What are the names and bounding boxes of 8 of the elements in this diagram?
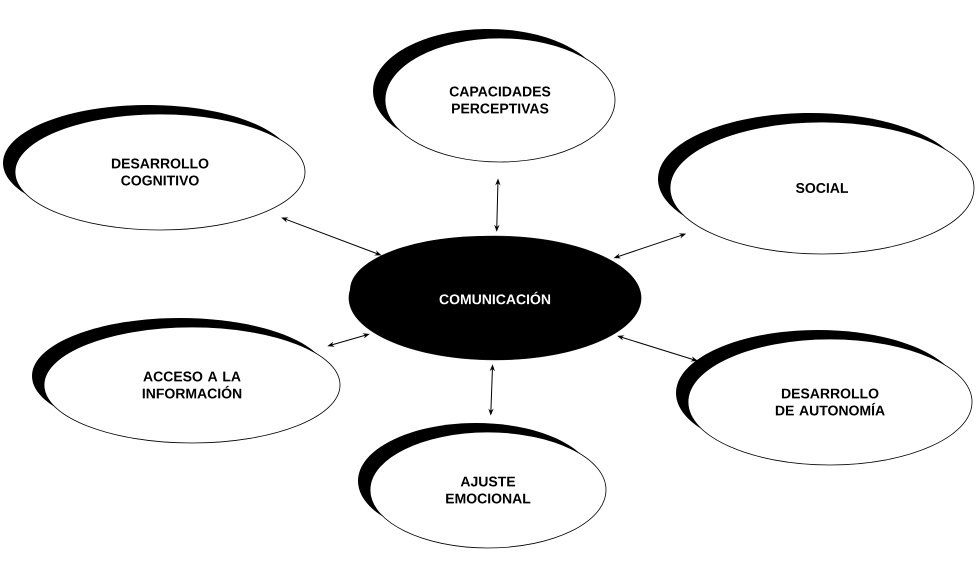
ellipse-node: ACCESO A LA INFORMACIÓN bbox=[32, 318, 340, 444]
ellipse-node: DESARROLLO COGNITIVO bbox=[3, 105, 306, 230]
node-label: DESARROLLO DE AUTONOMÍA bbox=[776, 388, 885, 416]
ellipse-node: DESARROLLO DE AUTONOMÍA bbox=[676, 330, 972, 466]
ellipse-node: CAPACIDADES PERCEPTIVAS bbox=[373, 29, 616, 162]
ellipse-node: AJUSTE EMOCIONAL bbox=[358, 423, 606, 548]
ellipse-node: SOCIAL bbox=[658, 113, 974, 254]
ellipse-node: COMUNICACIÓN bbox=[348, 236, 642, 360]
